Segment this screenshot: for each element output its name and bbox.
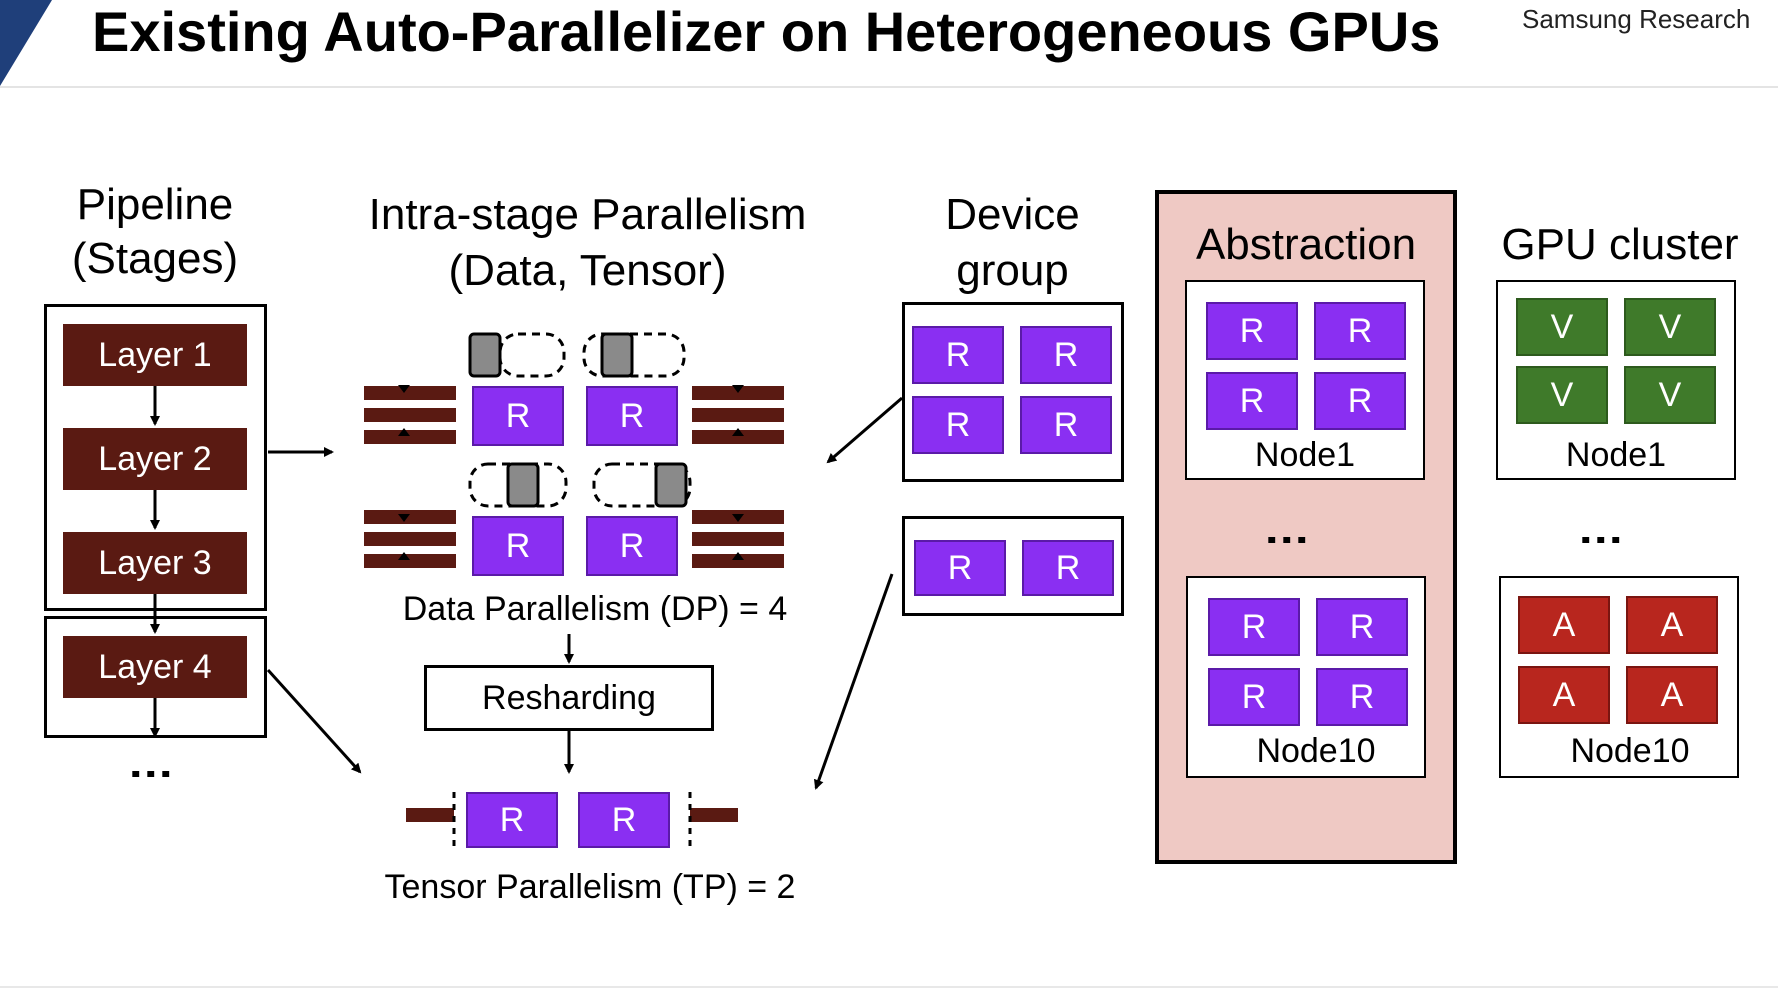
tp-shard-bar-right <box>690 808 738 822</box>
arrow-devgroup2-to-tp <box>813 573 894 790</box>
shard-bar <box>364 532 456 546</box>
shard-bar <box>364 554 456 568</box>
pipeline-header-line1: Pipeline <box>76 180 234 229</box>
slide-title: Existing Auto-Parallelizer on Heterogene… <box>92 0 1441 63</box>
layer-1: Layer 1 <box>63 324 247 386</box>
resharding-box: Resharding <box>424 665 714 731</box>
intra-header-line1: Intra-stage Parallelism <box>368 190 807 239</box>
data-shard-cylinder <box>468 462 692 508</box>
abstraction-unit-r: R <box>1206 302 1298 360</box>
shard-bar <box>364 510 456 524</box>
arrow-stage2-to-tp <box>266 668 362 774</box>
cluster-unit-a: A <box>1626 666 1718 724</box>
shard-bar <box>692 532 784 546</box>
device-group-header-line2: group <box>956 246 1069 295</box>
cluster-unit-v: V <box>1624 298 1716 356</box>
cluster-unit-a: A <box>1626 596 1718 654</box>
device-unit-r: R <box>1020 396 1112 454</box>
device-group-header-line1: Device <box>945 190 1080 239</box>
dp-unit-r: R <box>472 386 564 446</box>
abstraction-node1-label: Node1 <box>1254 436 1356 474</box>
device-unit-r: R <box>912 396 1004 454</box>
shard-bar <box>692 430 784 444</box>
gpu-cluster-header: GPU cluster <box>1501 220 1739 269</box>
abstraction-unit-r: R <box>1314 302 1406 360</box>
shard-bar <box>364 430 456 444</box>
device-unit-r: R <box>914 540 1006 596</box>
intra-header-line2: (Data, Tensor) <box>448 246 727 295</box>
dp-unit-r: R <box>586 516 678 576</box>
cluster-unit-a: A <box>1518 596 1610 654</box>
abstraction-unit-r: R <box>1314 372 1406 430</box>
device-unit-r: R <box>1022 540 1114 596</box>
cluster-unit-v: V <box>1516 366 1608 424</box>
tp-shard-bar-left <box>406 808 454 822</box>
footer-divider <box>0 986 1778 988</box>
dp-unit-r: R <box>472 516 564 576</box>
tp-label: Tensor Parallelism (TP) = 2 <box>384 868 796 906</box>
device-unit-r: R <box>912 326 1004 384</box>
shard-bar <box>364 408 456 422</box>
cluster-unit-v: V <box>1624 366 1716 424</box>
cluster-unit-a: A <box>1518 666 1610 724</box>
abstraction-node10-label: Node10 <box>1256 732 1376 770</box>
pipeline-header-line2: (Stages) <box>71 234 239 283</box>
cluster-node10-label: Node10 <box>1570 732 1690 770</box>
arrow-devgroup1-to-dp <box>826 396 903 464</box>
layer-2: Layer 2 <box>63 428 247 490</box>
layer-3: Layer 3 <box>63 532 247 594</box>
abstraction-header: Abstraction <box>1195 220 1417 269</box>
shard-bar <box>692 408 784 422</box>
cluster-unit-v: V <box>1516 298 1608 356</box>
data-shard-cylinder <box>468 332 686 378</box>
abstraction-unit-r: R <box>1316 598 1408 656</box>
cluster-node1-label: Node1 <box>1565 436 1667 474</box>
brand-logo-text: Samsung Research <box>1522 4 1751 34</box>
abstraction-unit-r: R <box>1208 598 1300 656</box>
dp-label: Data Parallelism (DP) = 4 <box>402 590 788 628</box>
shard-bar <box>692 554 784 568</box>
device-unit-r: R <box>1020 326 1112 384</box>
header-divider <box>0 86 1778 88</box>
corner-accent <box>0 0 52 86</box>
abstraction-unit-r: R <box>1316 668 1408 726</box>
tp-unit-r: R <box>578 792 670 848</box>
abstraction-unit-r: R <box>1206 372 1298 430</box>
shard-bar <box>364 386 456 400</box>
dp-unit-r: R <box>586 386 678 446</box>
tp-unit-r: R <box>466 792 558 848</box>
layer-4: Layer 4 <box>63 636 247 698</box>
abstraction-unit-r: R <box>1208 668 1300 726</box>
